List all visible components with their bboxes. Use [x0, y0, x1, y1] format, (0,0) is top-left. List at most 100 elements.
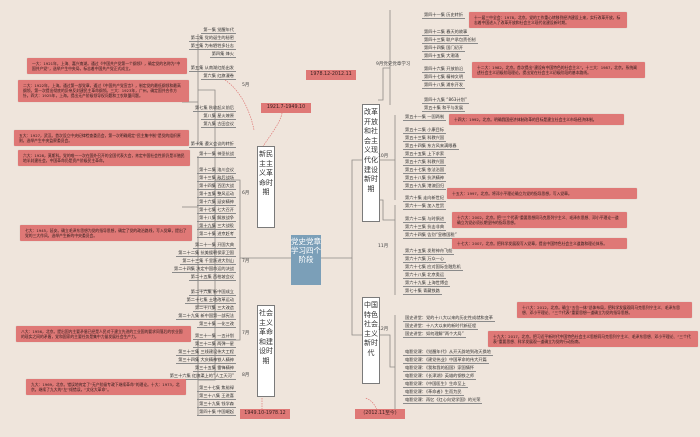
- episode-node[interactable]: 第三十一集 一五计划: [192, 333, 236, 340]
- episode-node[interactable]: 第六十集 走向新世纪: [403, 195, 447, 202]
- episode-node[interactable]: 电影党课：《觉醒年代》从开天辟地到改天换地: [403, 349, 493, 356]
- episode-node[interactable]: 第四集 烽火: [209, 51, 236, 58]
- congress-note[interactable]: 十五大：1997，北京。将邓小平理论确立为党的指导思想，写入党章。: [447, 188, 637, 200]
- episode-node[interactable]: 第六十五集 发射神舟飞船: [403, 248, 455, 255]
- episode-node[interactable]: 第三十三集 三线建设伟大工程: [176, 349, 236, 356]
- episode-node[interactable]: 第十三集 敌后战场: [197, 175, 236, 182]
- episode-node[interactable]: 第二十五集 西柏坡会议: [188, 274, 236, 281]
- episode-node[interactable]: 第十二集 洛川会议: [197, 167, 236, 174]
- episode-node[interactable]: 第十四集 百团大战: [197, 183, 236, 190]
- phase-reform-opening[interactable]: 改革开放和社会主义现代化建设新时期: [362, 104, 380, 222]
- episode-node[interactable]: 第三十二集 两弹一星: [192, 341, 236, 348]
- episode-node[interactable]: 第三十七集 焦裕禄: [197, 385, 236, 392]
- episode-node[interactable]: 第三十八集 王进喜: [197, 393, 236, 400]
- episode-node[interactable]: 第五十集 和平与发展: [422, 105, 466, 112]
- episode-node[interactable]: 电影党课：《建党伟业》中国革命的伟大开篇: [403, 357, 489, 364]
- episode-node[interactable]: 电影党课：《革命者》生而为民: [403, 389, 464, 396]
- episode-node[interactable]: 第五十八集 抗洪精神: [403, 175, 447, 182]
- episode-node[interactable]: 电影党课：《长津湖》英雄的钢铁之师: [403, 373, 477, 380]
- congress-note[interactable]: 十四大：1992，北京。明确我国经济体制改革的目标是建立社会主义市场经济体制。: [449, 114, 624, 126]
- episode-node[interactable]: 第四十三集 联产承包责任制: [422, 37, 478, 44]
- episode-node[interactable]: 电影党课：《中国医生》生命至上: [403, 381, 468, 388]
- episode-node[interactable]: 第四十九集 “863计划”: [422, 97, 469, 104]
- episode-node[interactable]: 第三十四集 大庆精神铁人精神: [176, 357, 236, 364]
- episode-node[interactable]: 第十五集 整风运动: [197, 191, 236, 198]
- episode-node[interactable]: 第五十七集 依法治国: [403, 167, 447, 174]
- congress-note[interactable]: 一大：1921年，上海、嘉兴南湖。通过《中国共产党第一个纲领》，确定党的名称为“…: [27, 58, 187, 75]
- episode-node[interactable]: 第四十七集 精神文明: [422, 74, 466, 81]
- episode-node[interactable]: 国史讲堂：十八大以来的新时代新征程: [403, 323, 479, 330]
- episode-node[interactable]: 第六十四集 告别“皇粮国税”: [403, 232, 459, 239]
- episode-node[interactable]: 第二十八集 三大改造: [192, 305, 236, 312]
- episode-node[interactable]: 第二集 党的诞生的秘密: [188, 35, 236, 42]
- episode-node[interactable]: 第三集 为有牺牲多壮志: [188, 43, 236, 50]
- episode-node[interactable]: 第三十九集 钱学森: [197, 401, 236, 408]
- episode-node[interactable]: 第五十六集 科教兴国: [403, 159, 447, 166]
- episode-node[interactable]: 第三十集 一化三改: [197, 321, 236, 328]
- congress-note[interactable]: 十二大：1982，北京。首次提出“建设有中国特色的社会主义”。十三大：1987，…: [472, 62, 645, 79]
- episode-node[interactable]: 第七集 秋收起义前后: [192, 105, 236, 112]
- episode-node[interactable]: 第五十三集 科教兴国: [403, 135, 447, 142]
- episode-node[interactable]: 第十八集 解放战争: [197, 215, 236, 222]
- episode-node[interactable]: 电影党课：《我和我的祖国》家国情怀: [403, 365, 477, 372]
- episode-node[interactable]: 第五十一集 一国两制: [403, 114, 447, 121]
- episode-node[interactable]: 第四十五集 大潮涌: [422, 53, 461, 60]
- episode-node[interactable]: 第六十一集 加入世贸: [403, 203, 447, 210]
- center-topic[interactable]: 党史党章学习四个阶段: [291, 235, 321, 285]
- episode-node[interactable]: 第四十集 中国崛起: [197, 409, 236, 416]
- episode-node[interactable]: 第二十集 进京赶考: [197, 231, 236, 238]
- episode-node[interactable]: 第六十六集 万众一心: [403, 256, 447, 263]
- episode-node[interactable]: 第十九集 三大战役: [197, 223, 236, 230]
- congress-note[interactable]: 八大：1956，北京。提出国内主要矛盾已经是人民对于建立先进的工业国的要求同落后…: [16, 326, 191, 343]
- episode-node[interactable]: 第六十二集 与时俱进: [403, 216, 447, 223]
- episode-node[interactable]: 第六十七集 应对国际金融危机: [403, 264, 463, 271]
- episode-node[interactable]: 第六十三集 抗击非典: [403, 224, 447, 231]
- congress-note[interactable]: 十八大：2012，北京。确立“五位一体”总体布局，把科学发展观同马克思列宁主义、…: [517, 302, 692, 319]
- episode-node[interactable]: 第十七集 七大召开: [197, 207, 236, 214]
- congress-note[interactable]: 五大：1927，武汉。首次设立中央纪律检查委员会，第一次明确规定“民主集中制”是…: [14, 130, 189, 147]
- congress-note[interactable]: 十一届三中全会：1978，北京。党的工作重心转移到经济建设上来，实行改革开放，标…: [469, 12, 627, 29]
- episode-node[interactable]: 第四十八集 浦东开发: [422, 82, 466, 89]
- congress-note[interactable]: 十六大：2002，北京。把“三个代表”重要思想同马克思列宁主义、毛泽东思想、邓小…: [452, 212, 627, 229]
- episode-node[interactable]: 第五十九集 港澳回归: [403, 183, 447, 190]
- congress-note[interactable]: 六大：1928，莫斯科。党的唯一一次在国外召开的全国代表大会，肯定中国社会性质仍…: [18, 150, 190, 167]
- episode-node[interactable]: 第五集 从南湖红船出发: [188, 65, 236, 72]
- episode-node[interactable]: 第五十二集 小康目标: [403, 127, 447, 134]
- episode-node[interactable]: 第四十四集 国门初开: [422, 45, 466, 52]
- episode-node[interactable]: 第二十七集 土地改革运动: [184, 297, 236, 304]
- episode-node[interactable]: 第七十集 青藏铁路: [403, 288, 442, 295]
- episode-node[interactable]: 第十六集 延安精神: [197, 199, 236, 206]
- episode-node[interactable]: 第四十二集 春天的故事: [422, 29, 470, 36]
- episode-node[interactable]: 第三十五集 雷锋精神: [192, 365, 236, 372]
- episode-node[interactable]: 第二十一集 开国大典: [192, 242, 236, 249]
- episode-node[interactable]: 第一集 觉醒年代: [201, 27, 236, 34]
- episode-node[interactable]: 第六十九集 上海世博会: [403, 280, 451, 287]
- episode-node[interactable]: 第二十四集 决定中国命运的决战: [172, 266, 236, 273]
- episode-node[interactable]: 第八集 星火燎原: [201, 113, 236, 120]
- episode-node[interactable]: 第十集 遵义会议的转折: [188, 141, 236, 148]
- episode-node[interactable]: 第六十八集 北京奥运: [403, 272, 447, 279]
- episode-node[interactable]: 第四十六集 开放前沿: [422, 66, 466, 73]
- congress-note[interactable]: 十九大：2017，北京。把习近平新时代中国特色社会主义思想同马克思列宁主义、毛泽…: [488, 331, 698, 348]
- episode-node[interactable]: 第二十六集 新中国成立: [188, 289, 236, 296]
- phase-socialist-construction[interactable]: 社会主义革命和建设时期: [257, 305, 275, 397]
- phase-new-era[interactable]: 中国特色社会主义新时代: [362, 297, 380, 384]
- congress-note[interactable]: 二大：1922年，上海。通过第一部党章，通过《中国共产党宣言》，制定党的最低纲领…: [18, 80, 189, 102]
- episode-node[interactable]: 国史讲堂：党的十八大以来的历史性成就和变革: [403, 315, 495, 322]
- episode-node[interactable]: 第二十九集 新中国第一部宪法: [176, 313, 236, 320]
- phase-new-democratic[interactable]: 新民主主义革命时期: [257, 146, 275, 228]
- congress-note[interactable]: 十七大：2007，北京。把科学发展观写入党章，提出中国特色社会主义道路和理论体系…: [452, 238, 627, 250]
- episode-node[interactable]: 第二十三集 千里跃进大别山: [180, 258, 236, 265]
- episode-node[interactable]: 第六集 红旗漫卷: [201, 73, 236, 80]
- episode-node[interactable]: 第五十五集 上下求索: [403, 151, 447, 158]
- congress-note[interactable]: 七大：1945，延安。确立毛泽东思想为党的指导思想，确定了党的政治路线，写入党章…: [20, 225, 192, 242]
- episode-node[interactable]: 国史讲堂：如何理解“两个大局”: [403, 331, 466, 338]
- episode-node[interactable]: 第九集 古田会议: [201, 121, 236, 128]
- episode-node[interactable]: 第五十四集 东方风来满眼春: [403, 143, 459, 150]
- episode-node[interactable]: 第十一集 神圣抗战: [197, 151, 236, 158]
- episode-node[interactable]: 电影党课：再忆《红心向党学国》的光荣: [403, 397, 483, 404]
- episode-node[interactable]: 第四十一集 历史转折: [422, 12, 466, 19]
- episode-node[interactable]: 第二十二集 抗美援朝保家卫国: [176, 250, 236, 257]
- episode-node[interactable]: 第三十六集 红旗渠上的“人工天河”: [167, 373, 236, 380]
- congress-note[interactable]: 九大：1969，北京。错误地肯定了“无产阶级专政下继续革命”的理论。十大：197…: [26, 379, 186, 396]
